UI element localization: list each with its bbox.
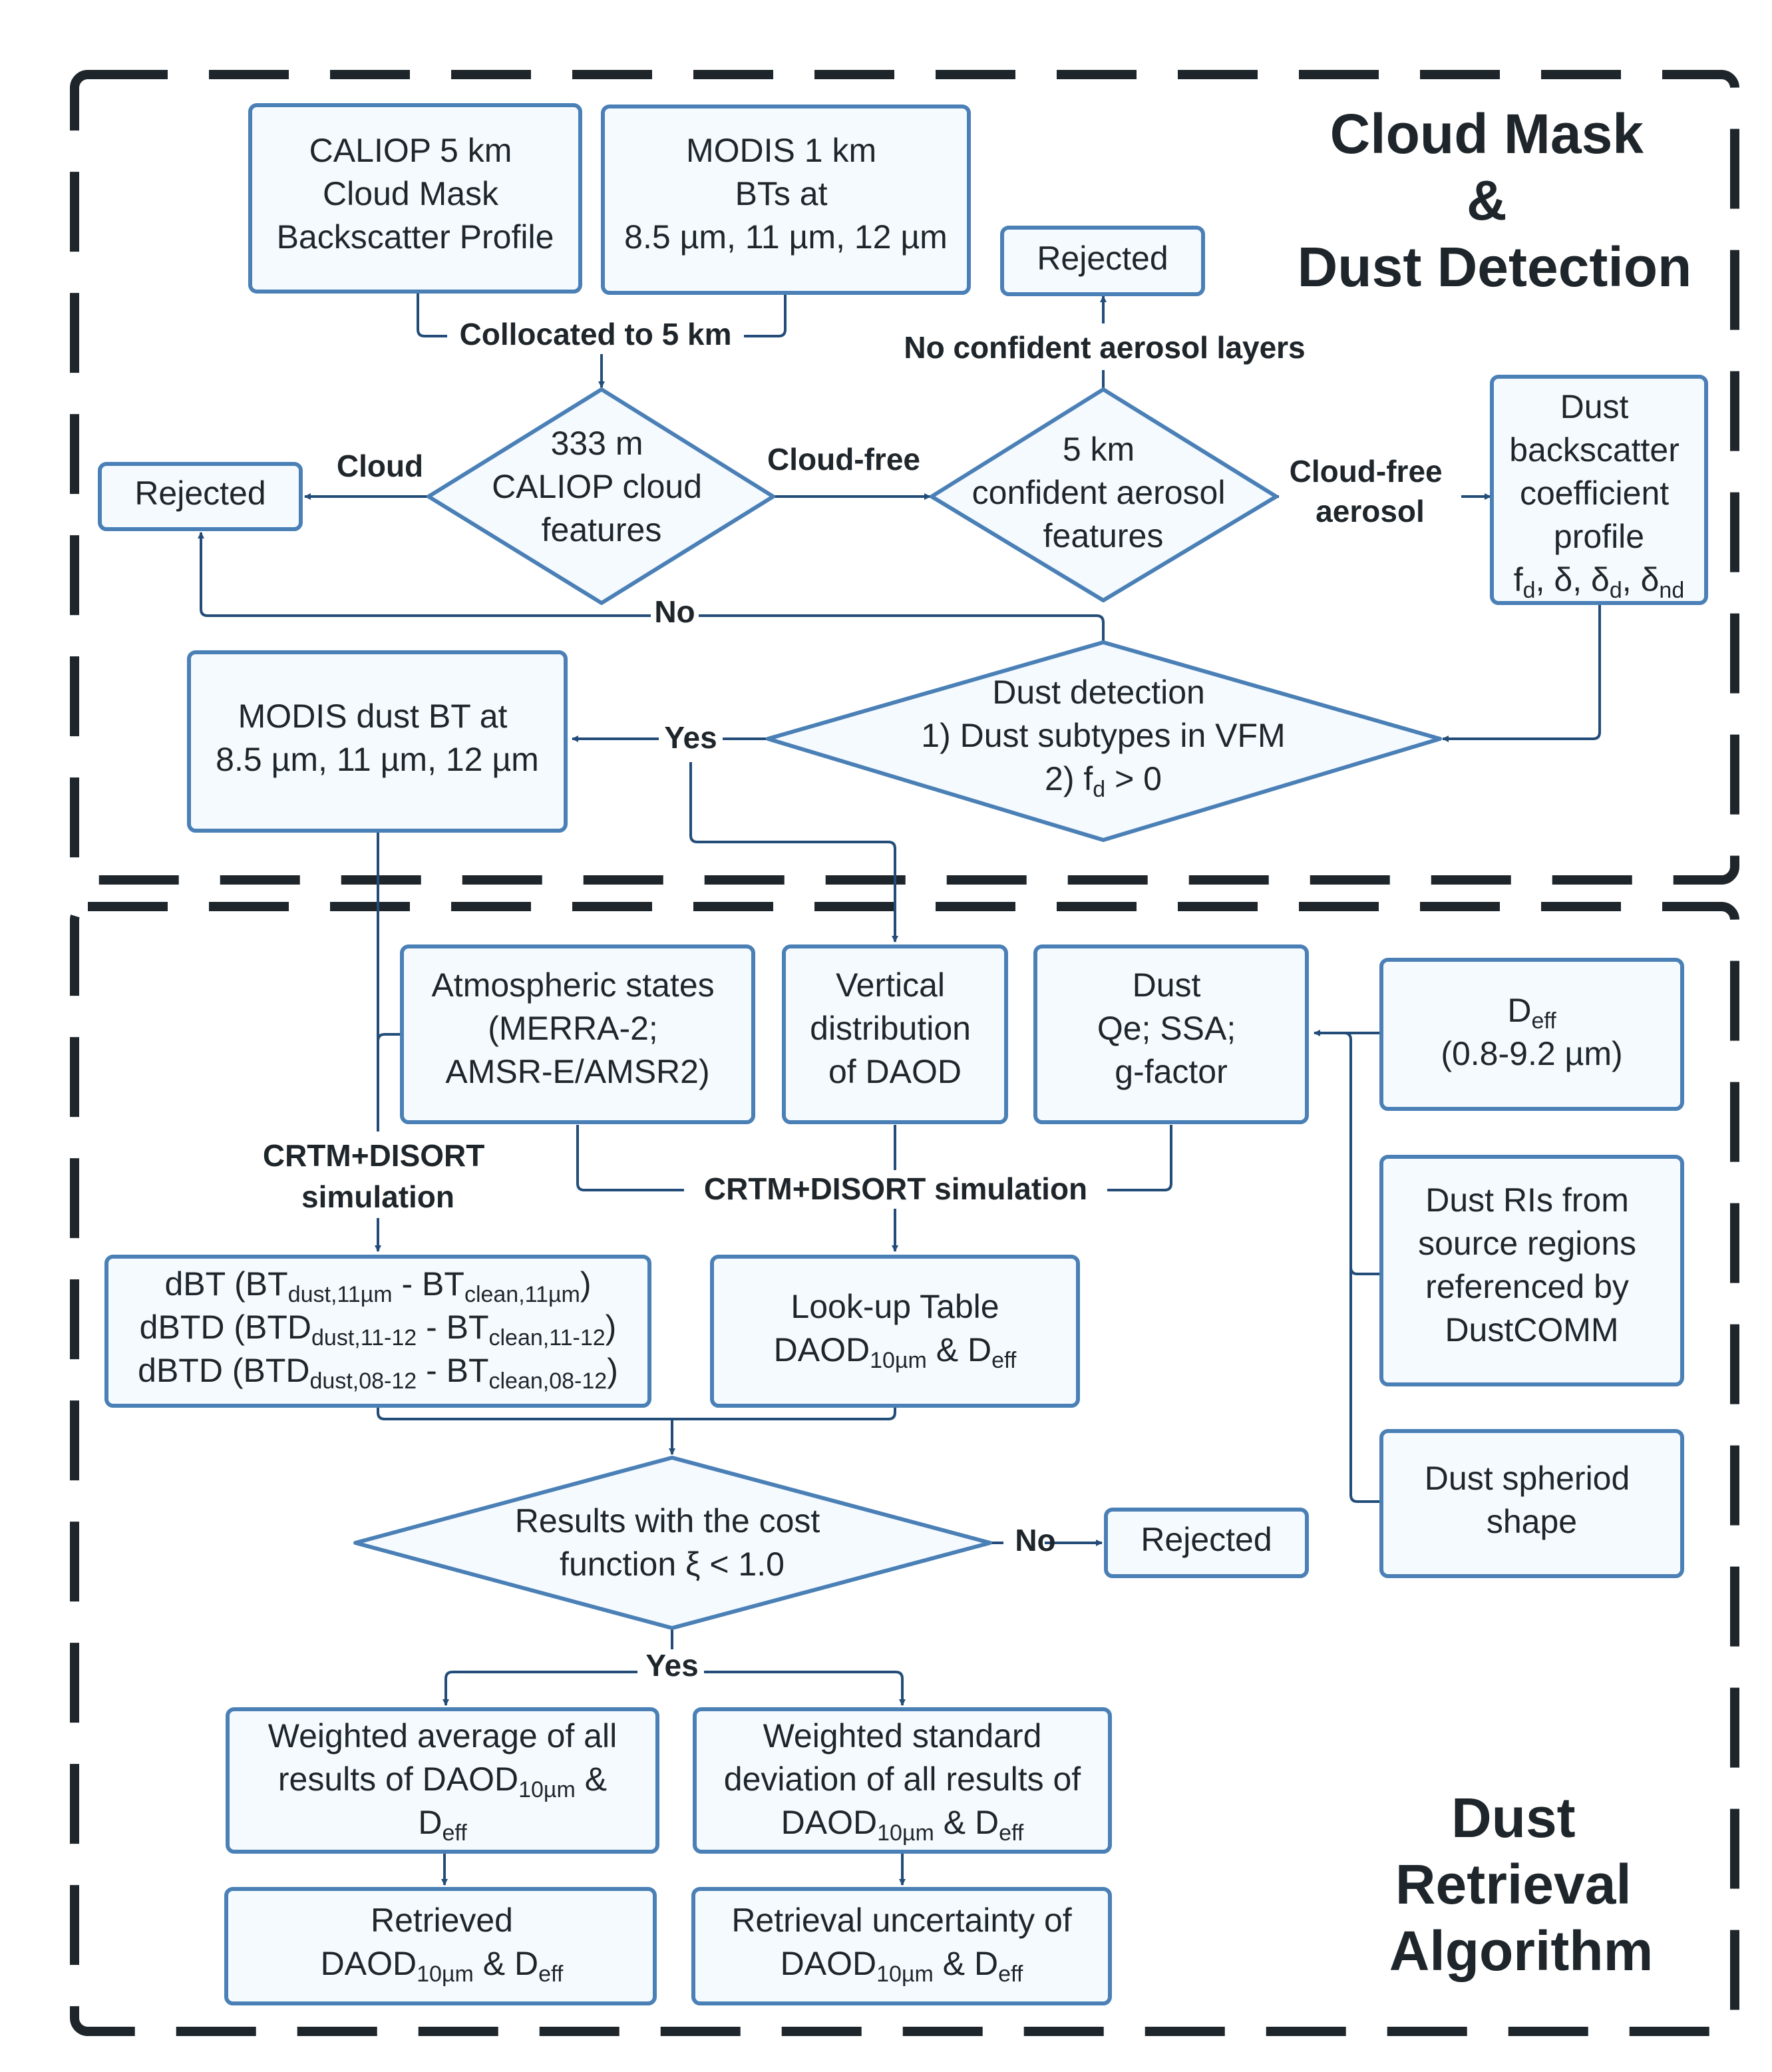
svg-text:2) fd > 0: 2) fd > 0: [1045, 760, 1162, 802]
connector-inputs-bus: [1343, 1032, 1380, 1503]
node-rejected-left: Rejected: [98, 462, 303, 531]
svg-text:DAOD10µm & Deff: DAOD10µm & Deff: [321, 1945, 564, 1987]
svg-text:DAOD10µm & Deff: DAOD10µm & Deff: [781, 1804, 1024, 1846]
svg-text:Rejected: Rejected: [1141, 1521, 1272, 1558]
node-retrieved: Retrieved DAOD10µm & Deff: [224, 1887, 657, 2005]
edge-label-no-cost: No: [1015, 1523, 1055, 1557]
svg-text:Atmospheric states (MERR: Atmospheric states (MERRA-2; AMSR-E/AMSR…: [431, 966, 723, 1090]
node-dust-optics: Dust Qe; SSA; g-factor: [1033, 944, 1309, 1124]
svg-text:dBTD (BTDdust,08-12 - BTclean,: dBTD (BTDdust,08-12 - BTclean,08-12): [138, 1352, 618, 1394]
edge-label-crtm-left: CRTM+DISORT simulation: [263, 1138, 493, 1214]
section-title-dust-retrieval: Dust Retrieval Algorithm: [1389, 1786, 1654, 1982]
svg-text:fd, δ, δd, δnd: fd, δ, δd, δnd: [1514, 561, 1685, 603]
svg-text:Results with the cost fu: Results with the cost function ξ < 1.0: [515, 1502, 829, 1583]
svg-text:333 m CALIOP cloud: 333 m CALIOP cloud features: [492, 425, 711, 548]
node-caliop-input: CALIOP 5 km Cloud Mask Backscatter Profi…: [248, 103, 582, 294]
svg-text:Dust detection 1) Dust s: Dust detection 1) Dust subtypes in VFM: [921, 674, 1285, 754]
edge-label-cloud: Cloud: [337, 449, 423, 483]
svg-text:Weighted standard: Weighted standard: [763, 1717, 1042, 1755]
svg-text:Dust backscatter c: Dust backscatter coefficient profile: [1509, 388, 1689, 555]
section-frame-cloud-mask: [70, 70, 1739, 885]
svg-text:Rejected: Rejected: [134, 475, 266, 512]
connector-yes-vertical: [689, 762, 898, 942]
node-weighted-average: Weighted average of all results of DAOD1…: [226, 1707, 659, 1854]
edge-label-no-detection: No: [654, 594, 695, 629]
section-title-cloud-mask: Cloud Mask & Dust Detection: [1298, 103, 1692, 298]
connector-dbt-merge: [377, 1406, 896, 1420]
node-rejected-top: Rejected: [1000, 226, 1205, 296]
svg-text:results of DAOD10µm &: results of DAOD10µm &: [278, 1761, 607, 1802]
decision-dust-detection: Dust detection 1) Dust subtypes in VFM 2…: [766, 640, 1442, 842]
node-lookup-table: Look-up Table DAOD10µm & Deff: [710, 1255, 1080, 1408]
svg-text:DAOD10µm & Deff: DAOD10µm & Deff: [774, 1331, 1017, 1373]
svg-text:Dust Qe; SSA; g-fa: Dust Qe; SSA; g-factor: [1097, 966, 1245, 1090]
connector-atmos-modis: [377, 1033, 401, 1042]
edge-label-no-confident-overlay: No confident aerosol layers: [904, 330, 1305, 365]
svg-text:Deff: Deff: [1507, 992, 1556, 1034]
svg-text:Vertical distribution: Vertical distribution of DAOD: [810, 966, 980, 1090]
edge-label-cloud-free-aerosol: Cloud-free aerosol: [1290, 454, 1451, 528]
svg-text:Dust spheriod shape: Dust spheriod shape: [1425, 1460, 1639, 1540]
node-modis-dust-bt: MODIS dust BT at 8.5 µm, 11 µm, 12 µm: [187, 650, 568, 833]
svg-text:MODIS 1 km BTs at: MODIS 1 km BTs at 8.5 µm, 11 µm, 12 µm: [624, 132, 948, 256]
node-dbt-differences: dBT (BTdust,11µm - BTclean,11µm) dBTD (B…: [104, 1255, 651, 1408]
svg-text:dBTD (BTDdust,11-12 - BTclean,: dBTD (BTDdust,11-12 - BTclean,11-12): [140, 1309, 617, 1350]
node-retrieval-uncertainty: Retrieval uncertainty of DAOD10µm & Deff: [691, 1887, 1112, 2005]
svg-text:DAOD10µm & Deff: DAOD10µm & Deff: [781, 1945, 1023, 1987]
svg-text:Retrieved: Retrieved: [371, 1902, 513, 1939]
svg-text:Weighted average of all: Weighted average of all: [268, 1717, 617, 1755]
edge-label-yes-detection: Yes: [664, 720, 717, 755]
svg-text:Rejected: Rejected: [1037, 240, 1168, 277]
node-atmospheric-states: Atmospheric states (MERRA-2; AMSR-E/AMSR…: [400, 944, 755, 1124]
connector-profile-detection: [1442, 602, 1601, 742]
svg-text:Dust RIs from source reg: Dust RIs from source regions referenced …: [1418, 1181, 1646, 1348]
decision-cloud-features: 333 m CALIOP cloud features: [427, 387, 775, 605]
node-rejected-bottom: Rejected: [1104, 1508, 1309, 1578]
svg-text:deviation of all results of: deviation of all results of: [724, 1761, 1081, 1798]
svg-text:Look-up Table: Look-up Table: [791, 1288, 999, 1325]
svg-text:Deff: Deff: [418, 1804, 467, 1846]
svg-text:Retrieval uncertainty of: Retrieval uncertainty of: [731, 1902, 1071, 1939]
svg-text:(0.8-9.2 µm): (0.8-9.2 µm): [1441, 1035, 1622, 1072]
edge-label-collocated: Collocated to 5 km: [460, 317, 732, 351]
node-deff-range: Deff (0.8-9.2 µm): [1379, 958, 1684, 1111]
node-vertical-daod: Vertical distribution of DAOD: [782, 944, 1008, 1124]
node-modis-input: MODIS 1 km BTs at 8.5 µm, 11 µm, 12 µm: [601, 104, 971, 295]
node-dust-profile: Dust backscatter coefficient profile fd,…: [1490, 375, 1708, 605]
node-weighted-std: Weighted standard deviation of all resul…: [693, 1707, 1112, 1854]
decision-cost-function: Results with the cost function ξ < 1.0: [353, 1456, 992, 1630]
node-dust-ris: Dust RIs from source regions referenced …: [1379, 1155, 1684, 1386]
edge-label-cloud-free: Cloud-free: [767, 442, 920, 477]
svg-text:MODIS dust BT at 8.5 µm,: MODIS dust BT at 8.5 µm, 11 µm, 12 µm: [216, 698, 539, 778]
svg-text:CALIOP 5 km Cloud Mask: CALIOP 5 km Cloud Mask Backscatter Profi…: [277, 132, 554, 256]
edge-label-crtm-mid: CRTM+DISORT simulation: [704, 1171, 1087, 1206]
node-dust-shape: Dust spheriod shape: [1379, 1429, 1684, 1578]
decision-aerosol-features: 5 km confident aerosol features: [930, 387, 1278, 602]
edge-label-yes-cost: Yes: [645, 1648, 698, 1683]
section-frame-dust-retrieval: [70, 902, 1739, 2036]
svg-text:dBT (BTdust,11µm - BTclean,11µ: dBT (BTdust,11µm - BTclean,11µm): [164, 1265, 591, 1307]
svg-text:5 km confident aerosol: 5 km confident aerosol features: [972, 431, 1235, 554]
